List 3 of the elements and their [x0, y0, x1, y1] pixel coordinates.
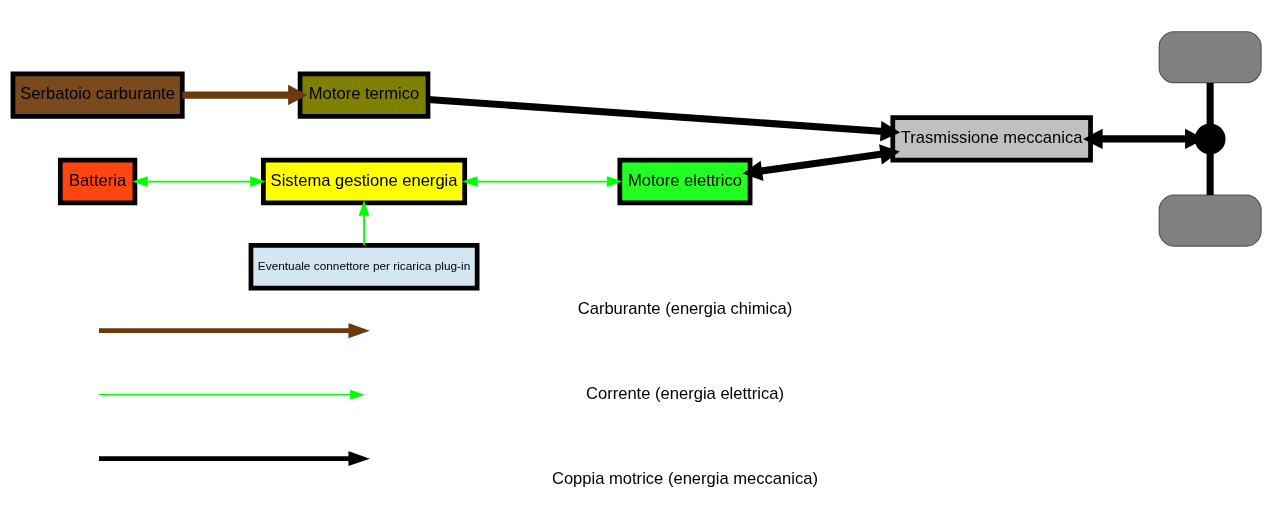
legend-label: Coppia motrice (energia meccanica) [551, 468, 818, 488]
legend-label: Corrente (energia elettrica) [586, 383, 784, 403]
legend-label: Carburante (energia chimica) [577, 298, 793, 318]
